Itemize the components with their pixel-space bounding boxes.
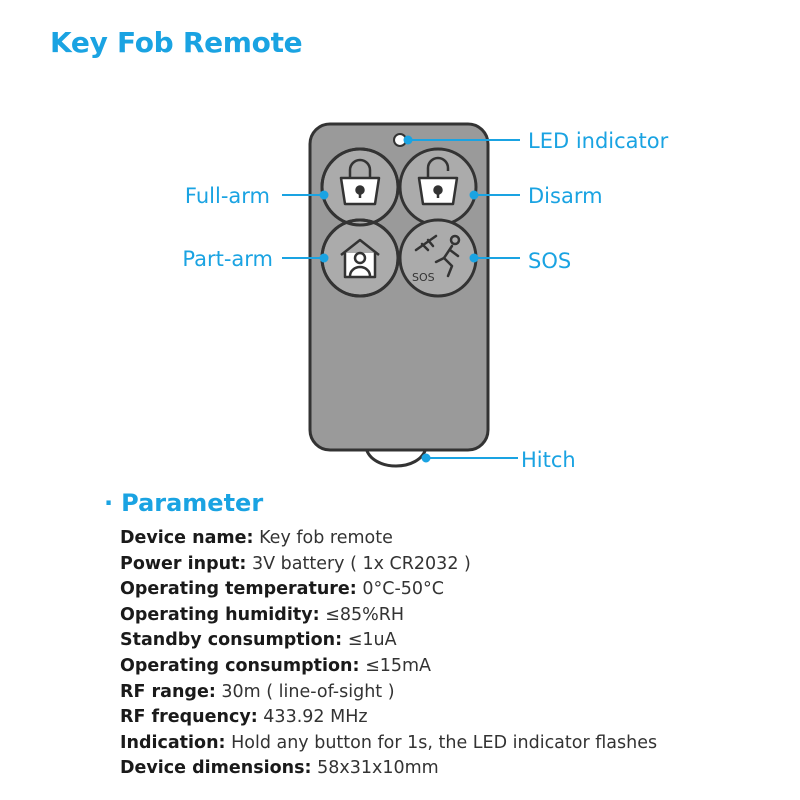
key-fob-diagram: SOS LED indicator Full-arm Disarm Part-a… xyxy=(182,122,669,472)
parameter-heading-text: Parameter xyxy=(121,489,264,517)
house-person-icon xyxy=(340,238,380,279)
hitch-label: Hitch xyxy=(521,448,576,472)
param-indication: Indication: Hold any button for 1s, the … xyxy=(120,732,658,753)
led-indicator-label: LED indicator xyxy=(528,129,669,153)
locked-padlock-icon xyxy=(339,158,381,206)
heading-bullet: · xyxy=(104,489,114,517)
sos-icon-text: SOS xyxy=(412,271,435,284)
parameter-list: Device name: Key fob remote Power input:… xyxy=(120,526,657,782)
param-rf-range: RF range: 30m ( line-of-sight ) xyxy=(120,681,395,702)
disarm-label: Disarm xyxy=(528,184,603,208)
part-arm-label: Part-arm xyxy=(182,247,273,271)
full-arm-label: Full-arm xyxy=(185,184,270,208)
param-rf-frequency: RF frequency: 433.92 MHz xyxy=(120,707,368,728)
page-title: Key Fob Remote xyxy=(50,26,303,59)
param-power-input: Power input: 3V battery ( 1x CR2032 ) xyxy=(120,553,471,574)
param-operating-temperature: Operating temperature: 0°C-50°C xyxy=(120,579,444,600)
param-device-name: Device name: Key fob remote xyxy=(120,528,393,548)
sos-label: SOS xyxy=(528,249,571,273)
running-person-sos-icon: SOS xyxy=(412,234,461,284)
unlocked-padlock-icon xyxy=(417,156,459,206)
sos-button[interactable] xyxy=(398,218,478,298)
param-standby-consumption: Standby consumption: ≤1uA xyxy=(120,630,397,651)
param-operating-consumption: Operating consumption: ≤15mA xyxy=(120,655,432,676)
param-device-dimensions: Device dimensions: 58x31x10mm xyxy=(120,758,439,779)
parameter-heading: ·Parameter xyxy=(104,489,263,517)
hitch-loop xyxy=(364,447,428,468)
param-operating-humidity: Operating humidity: ≤85%RH xyxy=(120,604,405,625)
